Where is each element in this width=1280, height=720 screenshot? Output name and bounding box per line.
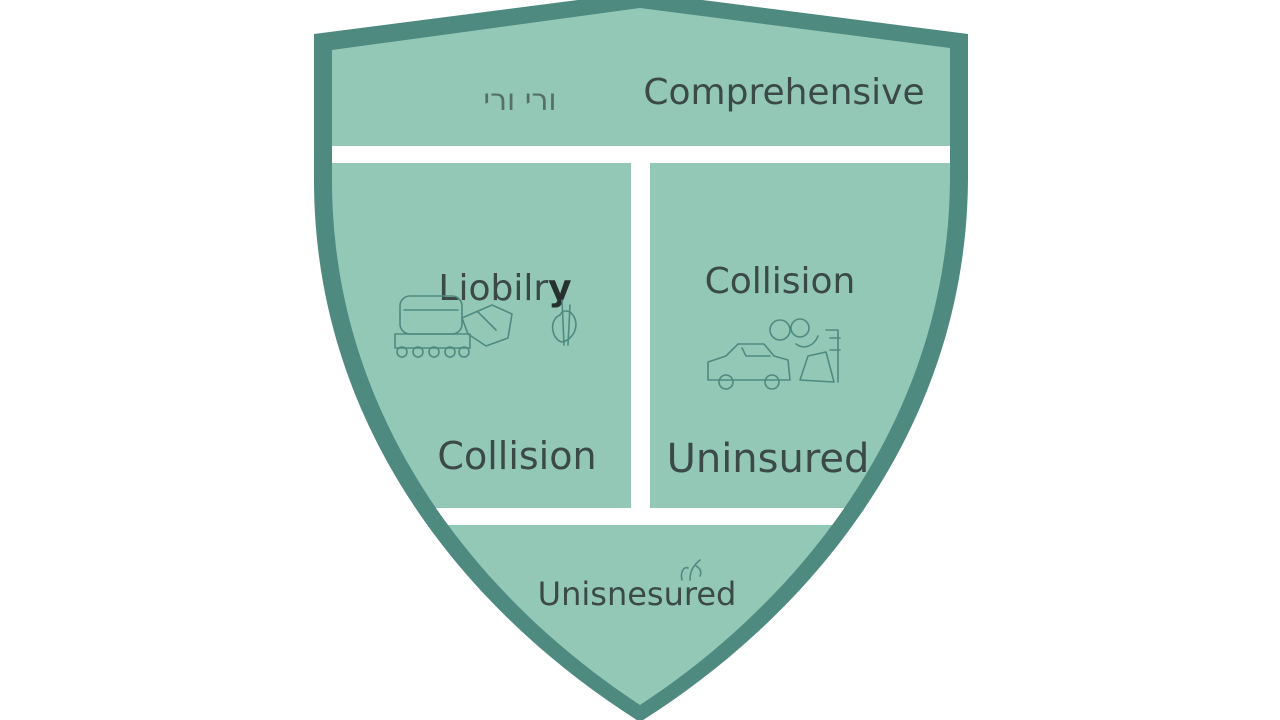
top-divider [332,146,950,163]
liability-title-main: Liobilr [438,268,548,309]
right-collision-title: Collision [705,261,856,302]
uninsured-label: Uninsured [667,436,870,482]
top-faded-text: ורי ורי [483,83,556,118]
left-collision-label: Collision [437,434,596,478]
section-dividers [332,146,950,525]
plant-sketch-icon [680,559,702,581]
comprehensive-label: Comprehensive [643,72,924,113]
vertical-divider [631,163,650,510]
tractor-sketch-icon [394,295,577,358]
car-sketch-icon [707,318,841,390]
bottom-divider [332,508,950,525]
liability-title: Liobilry [438,268,571,309]
bottom-uninsured-label: Unisnesured [538,575,737,613]
liability-title-suffix: y [548,268,571,309]
